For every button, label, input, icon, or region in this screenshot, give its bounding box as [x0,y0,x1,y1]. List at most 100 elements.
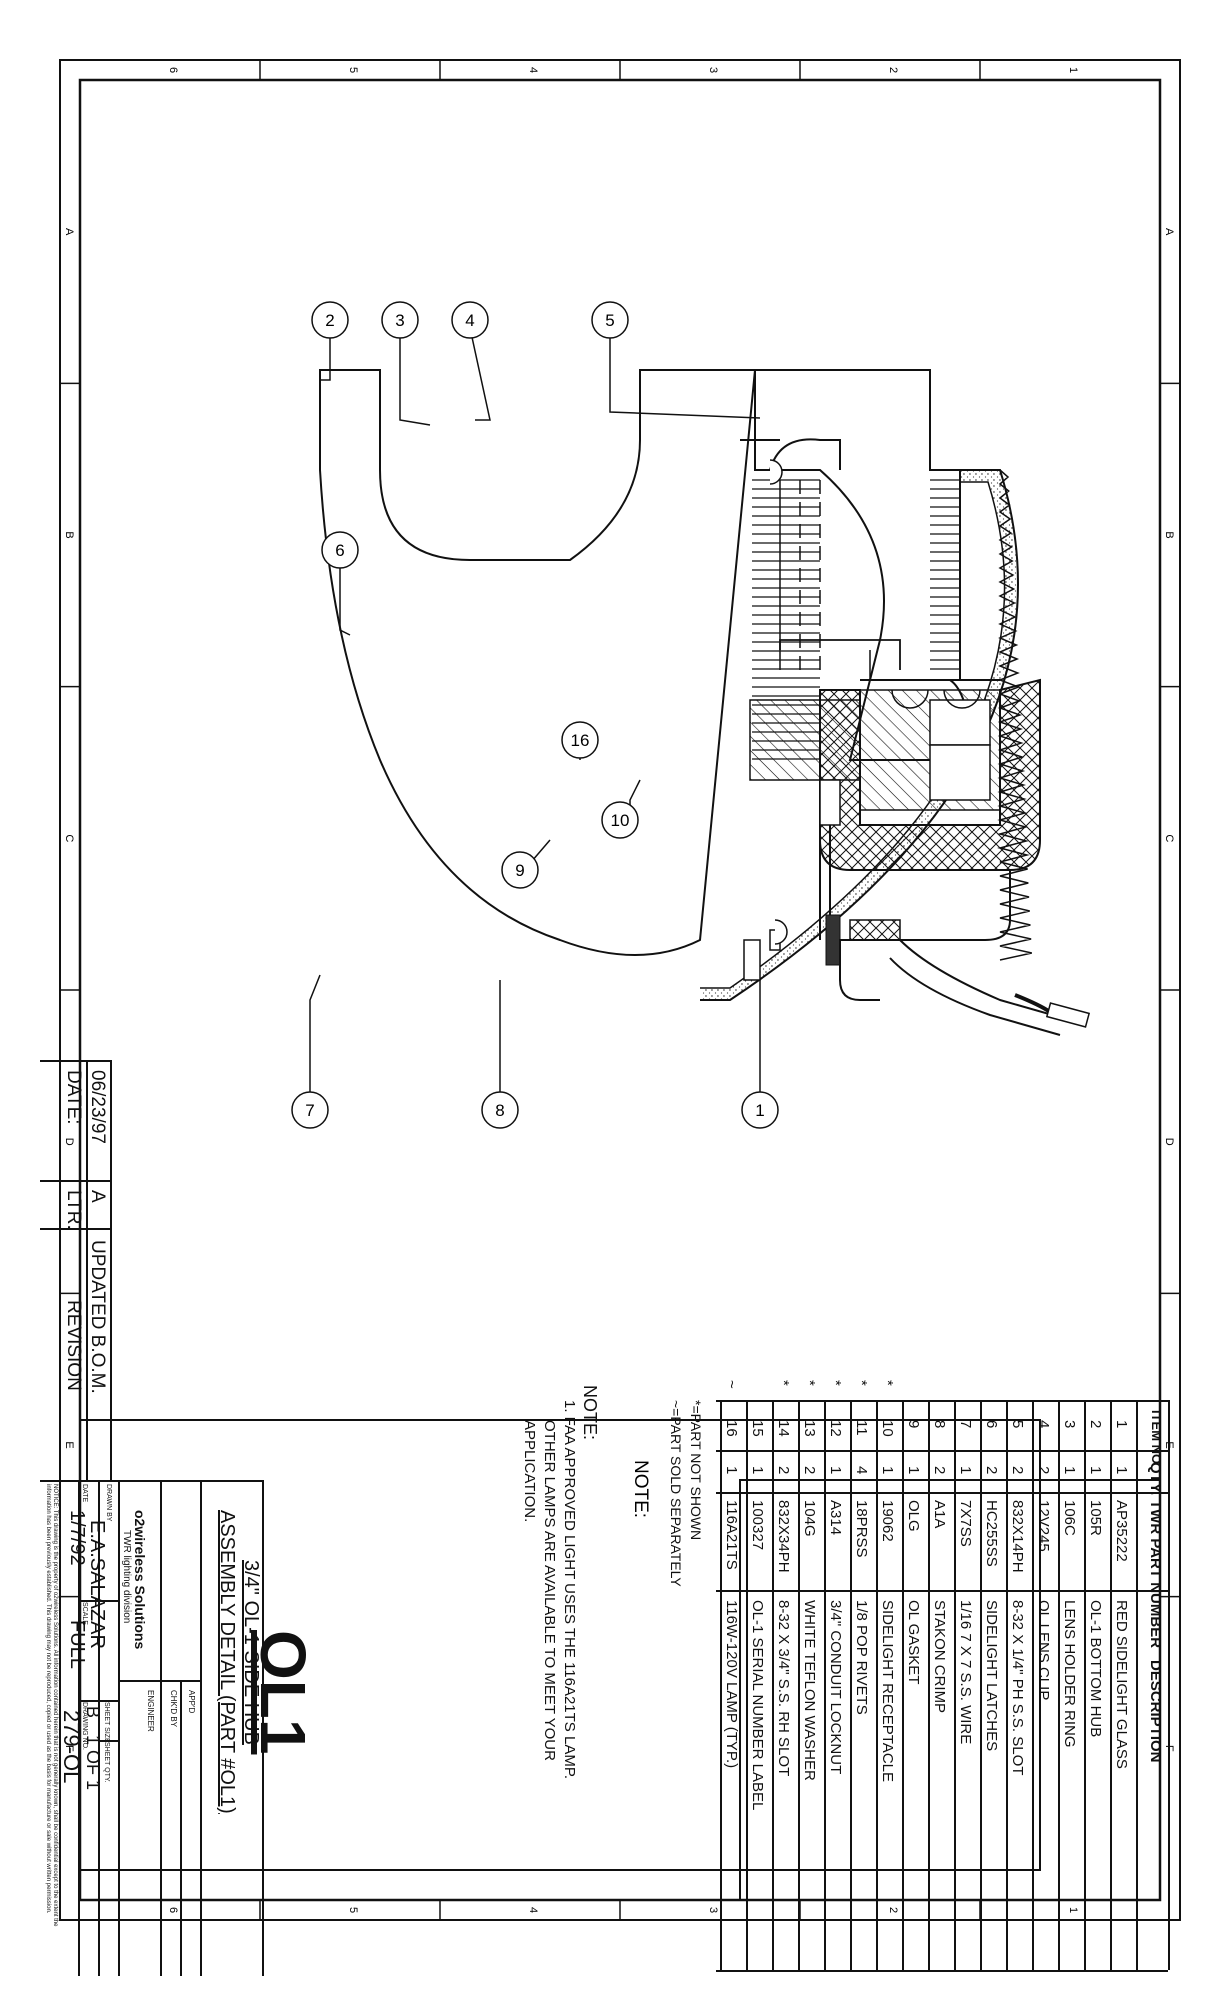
bom-part-number: 832X34PH [775,1500,792,1573]
bom-mark: * [853,1380,870,1386]
bom-header-desc: DESCRIPTION [1147,1660,1164,1763]
bom-grid-line [1032,1400,1034,1970]
bom-part-number: 106C [1061,1500,1078,1536]
bom-item-no: 10 [879,1420,896,1437]
bom-part-number: 104G [801,1500,818,1537]
bom-header-qty: QTY. [1147,1462,1164,1496]
note-heading: NOTE: [630,1460,651,1518]
bom-item-no: 2 [1087,1420,1104,1429]
bom-grid-line [876,1400,878,1970]
bom-grid-line [980,1400,982,1970]
bom-description: 8-32 X 3/4" S.S. RH SLOT [775,1600,792,1777]
bom-frame [79,1419,1041,1871]
bom-qty: 1 [957,1466,974,1475]
bom-description: OL-1 BOTTOM HUB [1087,1600,1104,1738]
bom-grid-line [850,1400,852,1970]
bom-grid-line [78,1480,80,1976]
appd-label: APP'D [187,1690,196,1714]
zone-number: 2 [887,1907,899,1913]
bom-grid-line [118,1480,120,1976]
engineer-label: ENGINEER [146,1690,155,1732]
bom-grid-line [40,1480,262,1482]
bom-grid-line [716,1492,1168,1494]
bom-description: 3/4" CONDUIT LOCKNUT [827,1600,844,1775]
balloon-5: 5 [591,301,629,339]
zone-number: 4 [527,1907,539,1913]
bom-grid-line [1110,1400,1112,1970]
note-line-2: OTHER LAMPS ARE AVAILABLE TO MEET YOUR [541,1420,558,1761]
balloon-label: 6 [335,541,344,560]
zone-letter: F [63,1745,75,1752]
title-line-1: 3/4" OL-1 SIDE HUB [240,1560,262,1745]
balloon-10: 10 [601,801,639,839]
balloon-label: 9 [515,861,524,880]
drawing-canvas: AABBCCDDEEFF112233445566 [59,59,1181,1921]
zone-letter: E [63,1441,75,1448]
bom-grid-line [1136,1400,1138,1970]
balloon-2: 2 [311,301,349,339]
balloon-label: 1 [755,1101,764,1120]
revision-date: 06/23/97 [87,1070,108,1144]
zone-number: 1 [1067,1907,1079,1913]
bom-mark: * [801,1380,818,1386]
drawing-date: 1/7/92 [66,1510,88,1566]
bom-description: LENS HOLDER RING [1061,1600,1078,1748]
lamp-bulb [319,369,757,956]
balloon-16: 16 [561,721,599,759]
bom-grid-line [772,1400,774,1970]
zone-number: 6 [167,1907,179,1913]
bom-grid-line [118,1680,200,1682]
bom-footnote-1: *=PART NOT SHOWN [688,1400,704,1541]
bom-grid-line [716,1450,1168,1452]
balloon-1: 1 [741,1091,779,1129]
zone-letter: A [63,228,75,236]
zone-number: 1 [1067,67,1079,73]
bom-qty: 2 [1009,1466,1026,1475]
balloon-9: 9 [501,851,539,889]
bom-grid-line [40,1180,110,1182]
zone-letter: D [1163,1138,1175,1146]
bom-qty: 1 [1113,1466,1130,1475]
bom-qty: 1 [723,1466,740,1475]
balloon-label: 7 [305,1101,314,1120]
bom-description: OL LENS CLIP [1035,1600,1052,1701]
note-block: NOTE: [630,1460,651,1518]
lens-clip-screw [769,459,783,485]
revision-ltr-header: LTR. [63,1190,84,1230]
bom-item-no: 9 [905,1420,922,1429]
bom-qty: 1 [905,1466,922,1475]
bom-grid-line [200,1480,202,1976]
bom-mark: * [827,1380,844,1386]
bill-of-materials [79,1419,1041,1871]
bom-item-no: 12 [827,1420,844,1437]
revision-description: UPDATED B.O.M. [87,1240,108,1394]
zone-letter: B [1163,531,1175,538]
drawing-scale: FULL [66,1620,88,1669]
bom-item-no: 11 [853,1420,870,1436]
note-line-1: 1. FAA APPROVED LIGHT USES THE 116A21TS … [561,1400,578,1780]
bom-header-item: ITEM NO [1149,1410,1164,1465]
bom-grid-line [40,1228,110,1230]
bom-description: SIDELIGHT LATCHES [983,1600,1000,1752]
bom-qty: 2 [1035,1466,1052,1475]
zone-letter: B [63,531,75,538]
bom-grid-line [928,1400,930,1970]
revision-date-header: DATE: [63,1070,84,1125]
balloon-label: 10 [611,811,630,830]
bom-part-number: 19062 [879,1500,896,1542]
zone-number: 4 [527,67,539,73]
bom-part-number: 100327 [749,1500,766,1551]
bom-part-number: A314 [827,1500,844,1536]
bom-grid-line [1058,1400,1060,1970]
company-name: o2wireless Solutions [132,1510,148,1650]
bom-grid-line [824,1400,826,1970]
bom-part-number: 7X7SS [957,1500,974,1547]
bom-part-number: 105R [1087,1500,1104,1536]
bom-item-no: 6 [983,1420,1000,1429]
ol1-bottom-hub-top [819,678,1041,871]
zone-number: 3 [707,1907,719,1913]
drawing-number: 279-OL [59,1710,84,1784]
bom-mark: ~ [723,1380,740,1389]
title-line-2: ASSEMBLY DETAIL (PART #OL1) [216,1510,238,1814]
